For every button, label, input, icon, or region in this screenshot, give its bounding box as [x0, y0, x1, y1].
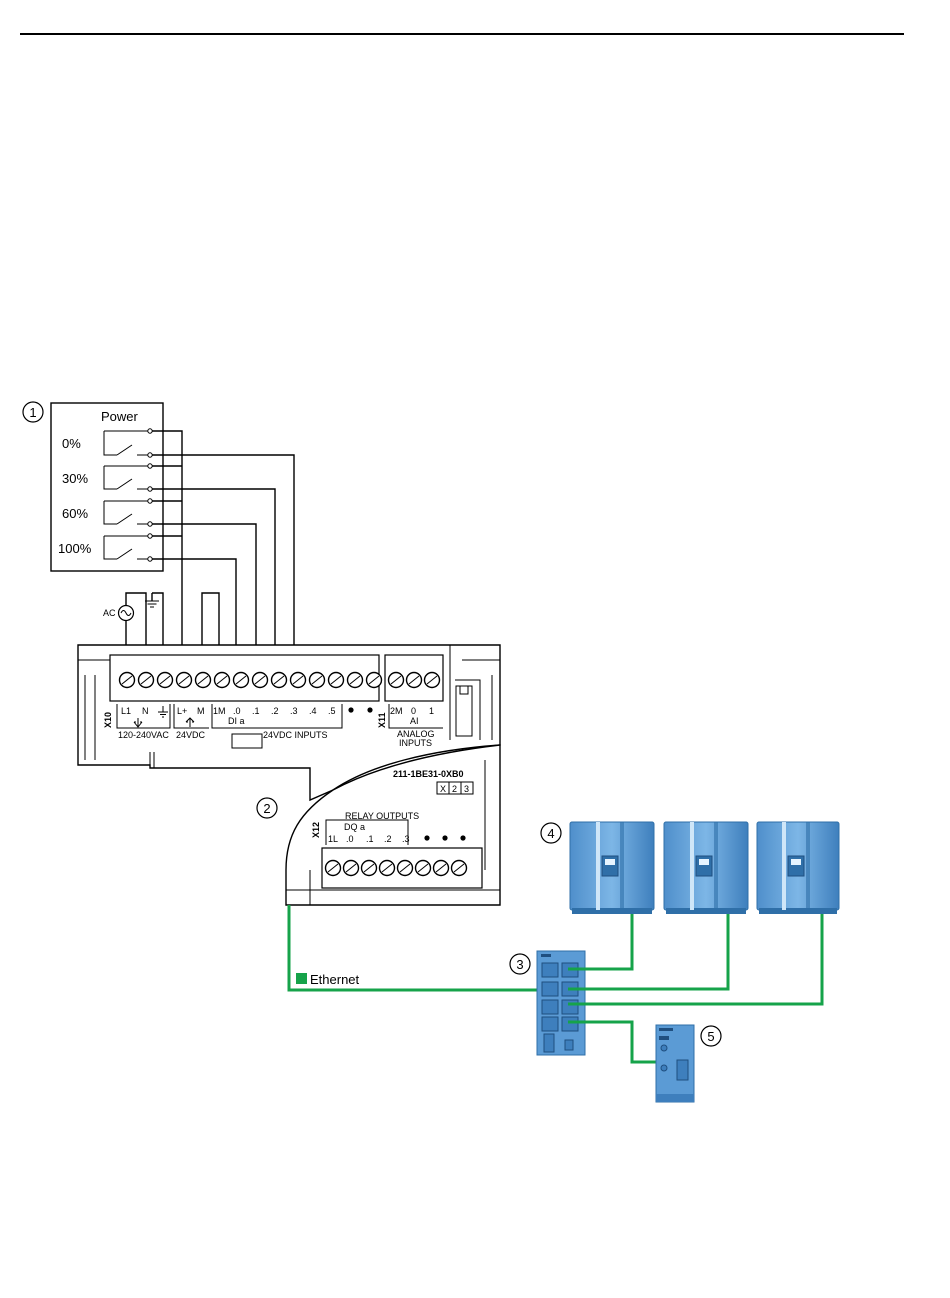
ai-label: AI — [410, 716, 419, 726]
analog-term-2M: 2M — [390, 706, 403, 716]
relay-term-d3: .3 — [402, 834, 410, 844]
svg-text:X: X — [440, 784, 446, 794]
power-title: Power — [101, 409, 139, 424]
connector-x12: X12 — [311, 822, 321, 838]
term-d1: .1 — [252, 706, 260, 716]
svg-text:AC: AC — [103, 608, 116, 618]
drive-1 — [570, 822, 654, 914]
level-30: 30% — [62, 471, 88, 486]
term-Lplus: L+ — [177, 706, 187, 716]
analog-title-2: INPUTS — [399, 738, 432, 748]
ethernet-label: Ethernet — [310, 972, 360, 987]
supply-label: 120-240VAC — [118, 730, 169, 740]
term-L1: L1 — [121, 706, 131, 716]
svg-text:5: 5 — [707, 1029, 714, 1044]
svg-text:4: 4 — [547, 826, 554, 841]
relay-term-1L: 1L — [328, 834, 338, 844]
unused-dot — [367, 707, 372, 712]
connector-x11: X11 — [377, 712, 387, 728]
dia-label: DI a — [228, 716, 245, 726]
connector-x10: X10 — [103, 712, 113, 728]
svg-text:3: 3 — [516, 957, 523, 972]
level-100: 100% — [58, 541, 92, 556]
term-d3: .3 — [290, 706, 298, 716]
term-d4: .4 — [309, 706, 317, 716]
svg-text:2: 2 — [263, 801, 270, 816]
analog-term-0: 0 — [411, 706, 416, 716]
svg-text:2: 2 — [452, 784, 457, 794]
analog-term-1: 1 — [429, 706, 434, 716]
term-d5: .5 — [328, 706, 336, 716]
callout-4: 4 — [541, 823, 561, 843]
svg-text:1: 1 — [29, 405, 36, 420]
part-number: 211-1BE31-0XB0 — [393, 769, 464, 779]
plc-cpu: X10 L1 N L+ M 1M .0 .1 .2 .3 .4 .5 DI a … — [78, 645, 500, 905]
ethernet-legend-swatch — [296, 973, 307, 984]
dc-label: 24VDC — [176, 730, 206, 740]
top-terminal-screws — [120, 673, 440, 688]
relay-term-d1: .1 — [366, 834, 374, 844]
dqa-label: DQ a — [344, 822, 365, 832]
power-switch-box: Power 0% 30% 60% 100% — [51, 403, 163, 571]
ethernet-cable-drive-2 — [568, 914, 728, 989]
unused-dot — [348, 707, 353, 712]
drive-2 — [664, 822, 748, 914]
callout-5: 5 — [701, 1026, 721, 1046]
term-N: N — [142, 706, 149, 716]
callout-3: 3 — [510, 954, 530, 974]
version-boxes: X 2 3 — [437, 782, 473, 794]
level-0: 0% — [62, 436, 81, 451]
wire-input-3 — [152, 455, 294, 674]
svg-text:3: 3 — [464, 784, 469, 794]
term-1M: 1M — [213, 706, 226, 716]
relay-term-d0: .0 — [346, 834, 354, 844]
callout-1: 1 — [23, 402, 43, 422]
level-60: 60% — [62, 506, 88, 521]
drive-3 — [757, 822, 839, 914]
remote-io-module — [656, 1025, 694, 1102]
term-d0: .0 — [233, 706, 241, 716]
callout-2: 2 — [257, 798, 277, 818]
relay-term-d2: .2 — [384, 834, 392, 844]
term-d2: .2 — [271, 706, 279, 716]
term-M: M — [197, 706, 205, 716]
inputs-label: 24VDC INPUTS — [263, 730, 328, 740]
